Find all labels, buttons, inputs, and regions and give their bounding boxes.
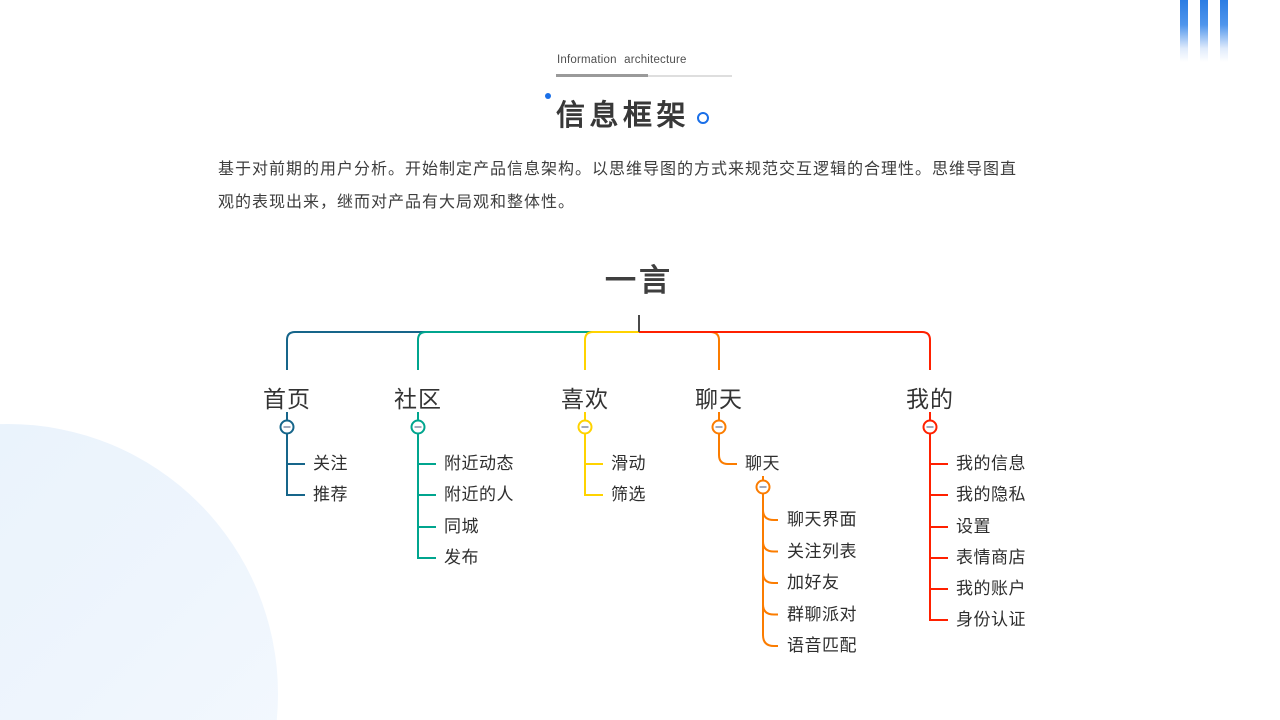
branch-label-community: 社区 [394,386,442,412]
chat-subchildren-lines [762,493,778,647]
mindmap-child-label: 发布 [444,548,479,567]
children-lines-mine [929,433,948,621]
eyebrow-label: Information architecture [557,54,687,66]
branch-label-mine: 我的 [906,386,954,412]
children-lines-like [584,433,603,496]
mindmap-child-label: 附近动态 [444,454,514,473]
mindmap-child-label: 关注 [313,454,348,473]
mindmap-child-label: 我的账户 [956,579,1026,598]
mindmap-child-label: 推荐 [313,485,348,504]
chat-child-line [718,433,737,465]
mindmap-child-label: 滑动 [611,454,646,473]
branch-label-home: 首页 [263,386,311,412]
stripe-decoration [1200,0,1208,62]
intro-line-1: 基于对前期的用户分析。开始制定产品信息架构。以思维导图的方式来规范交互逻辑的合理… [218,161,1018,178]
branch-line-mine [639,331,931,370]
stripe-decoration [1220,0,1228,62]
mindmap-child-label: 表情商店 [956,548,1026,567]
branch-label-chat: 聊天 [695,386,743,412]
branch-line-community [417,331,639,370]
mindmap-child-label: 聊天 [745,454,780,473]
branch-line-chat [639,331,720,370]
mindmap-child-label: 附近的人 [444,485,514,504]
intro-paragraph: 基于对前期的用户分析。开始制定产品信息架构。以思维导图的方式来规范交互逻辑的合理… [218,153,1068,219]
title-underline-light [648,75,732,77]
mindmap-child-label: 群聊派对 [787,604,857,624]
mindmap-child-label: 同城 [444,517,479,536]
mindmap-child-label: 聊天界面 [787,510,857,529]
intro-line-2: 观的表现出来，继而对产品有大局观和整体性。 [218,194,576,211]
mindmap-child-label: 设置 [956,517,991,536]
mindmap-child-label: 加好友 [787,573,840,592]
mindmap-child-label: 语音匹配 [787,636,857,655]
branch-line-like [584,331,639,370]
children-lines-community [417,433,436,559]
stripe-decoration [1180,0,1188,62]
title-underline-dark [556,74,648,77]
mindmap-child-label: 筛选 [611,485,646,504]
mindmap-child-label: 关注列表 [787,541,857,561]
mindmap-child-label: 我的隐私 [956,485,1026,504]
title-ring-icon [697,112,709,124]
title-dot-icon [545,93,551,99]
children-lines-home [286,433,305,496]
branch-line-home [286,331,639,370]
page-title: 信息框架 [556,100,691,132]
mindmap-child-label: 我的信息 [956,454,1026,473]
branch-label-like: 喜欢 [561,386,609,412]
mindmap-child-label: 身份认证 [956,610,1026,629]
root-label: 一言 [605,263,673,298]
